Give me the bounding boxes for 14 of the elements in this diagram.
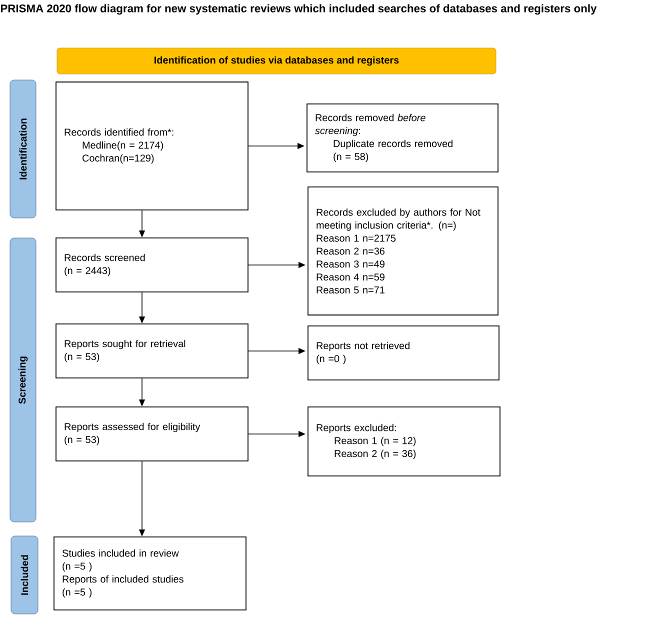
process-box: Reports not retrieved (n =0 ) (308, 326, 500, 380)
process-box: Reports assessed for eligibility (n = 53) (56, 406, 248, 462)
process-box: Reports excluded: Reason 1 (n = 12) Reason 2 (n = 36) (308, 406, 500, 476)
process-box: Studies included in review (n =5 ) Reports of included studies (n =5 ) (54, 536, 246, 610)
process-box: Records excluded by authors for Not meeting inclusion criteria*. (n=) Reason 1 n=2175 Reason 2 n=36 Reason 3 n=49 Reason 4 n=59 Reason 5 n=71 (308, 186, 498, 316)
process-box: Reports sought for retrieval (n = 53) (56, 324, 248, 378)
stage-label: Identification (10, 80, 36, 218)
process-box: Records removed before screening: Duplicate records removed (n = 58) (306, 104, 498, 172)
section-banner: Identification of studies via databases and registers (56, 48, 496, 74)
stage-label: Screening (10, 238, 36, 522)
process-box: Records identified from*: Medline(n = 2174) Cochran(n=129) (56, 82, 248, 210)
stage-label: Included (10, 536, 38, 614)
title: PRISMA 2020 flow diagram for new systematic reviews which included searches of databases and registers only (0, 4, 597, 15)
process-box: Records screened (n = 2443) (56, 238, 248, 292)
